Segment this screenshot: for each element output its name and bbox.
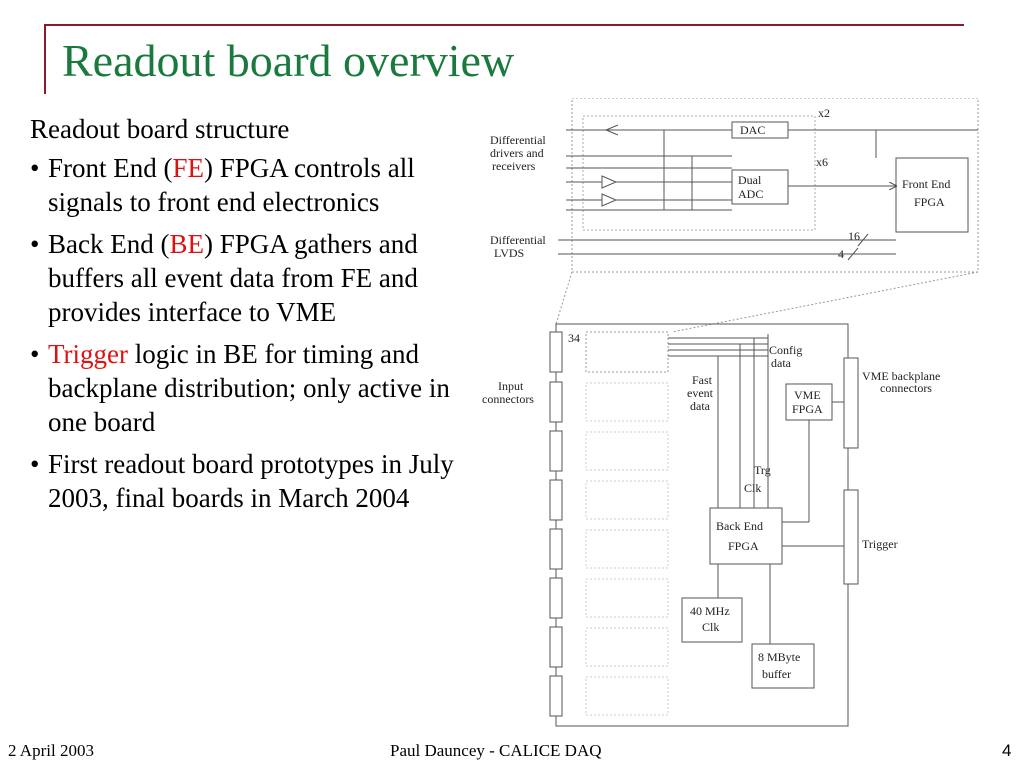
bullet-item-prototypes: • First readout board prototypes in July…	[30, 447, 478, 515]
bullet-highlight: BE	[169, 229, 204, 259]
vme-backplane-connector	[843, 357, 859, 449]
be-fpga-box	[709, 507, 783, 565]
dual-adc-label: Dual	[738, 173, 762, 187]
fe-slot	[585, 578, 669, 618]
bullet-text-pre: Front End (	[48, 153, 173, 183]
vme-backplane-label: connectors	[880, 381, 932, 395]
vme-fpga-label: VME	[794, 388, 821, 402]
x6-label: x6	[816, 155, 828, 169]
fast-event-label: Fast	[692, 373, 713, 387]
input-connector	[549, 430, 563, 472]
config-data-label: data	[771, 356, 792, 370]
input-connector	[549, 675, 563, 717]
bullet-highlight: Trigger	[48, 339, 129, 369]
input-connector	[549, 577, 563, 619]
buffer-label: buffer	[762, 667, 791, 681]
readout-board-diagram: Differential drivers and receivers DAC D…	[482, 98, 979, 727]
fast-event-label: data	[690, 399, 711, 413]
bullet-text-post: First readout board prototypes in July 2…	[48, 449, 454, 513]
input-connector	[549, 528, 563, 570]
zoom-line	[555, 271, 573, 325]
x2-label: x2	[818, 106, 830, 120]
slide-body: Readout board structure • Front End (FE)…	[30, 112, 478, 523]
fe-slot	[585, 480, 669, 520]
title-side-rule	[44, 24, 46, 94]
trigger-connector	[843, 489, 859, 585]
clock-40mhz-label: Clk	[702, 620, 719, 634]
bullet-glyph: •	[30, 153, 40, 183]
bullet-highlight: FE	[172, 153, 205, 183]
diff-drivers-label: Differential	[490, 133, 546, 147]
zoom-line	[671, 271, 979, 333]
dual-adc-box	[731, 169, 789, 205]
bullet-item-be: • Back End (BE) FPGA gathers and buffers…	[30, 227, 478, 329]
bus-width-tick	[847, 247, 859, 261]
bus-width-16-label: 16	[848, 229, 860, 243]
fe-fpga-label: Front End	[902, 177, 950, 191]
bus-width-4-label: 4	[838, 247, 844, 261]
fe-slot	[585, 627, 669, 667]
bullet-text-pre: Back End (	[48, 229, 170, 259]
bullet-text-post: ) FPGA gathers and buffers all event dat…	[48, 229, 418, 327]
trigger-label: Trigger	[862, 537, 898, 551]
input-connectors-label: connectors	[482, 392, 534, 406]
fe-slot	[585, 431, 669, 471]
adc-driver-icon	[601, 193, 618, 207]
buffer-box	[751, 643, 815, 689]
clk-label: Clk	[744, 481, 761, 495]
front-end-section: Differential drivers and receivers DAC D…	[490, 98, 979, 273]
config-data-label: Config	[769, 343, 802, 357]
input-connector	[549, 479, 563, 521]
buffer-label: 8 MByte	[758, 650, 800, 664]
front-end-chip-area	[582, 115, 816, 231]
input-connector	[549, 381, 563, 423]
dual-adc-label: ADC	[738, 187, 763, 201]
adc-driver-icon	[601, 175, 618, 189]
bullet-text-post: ) FPGA controls all signals to front end…	[48, 153, 415, 217]
clock-40mhz-label: 40 MHz	[690, 604, 730, 618]
diff-lvds-label: LVDS	[494, 246, 524, 260]
bullet-text-post: logic in BE for timing and backplane dis…	[48, 339, 450, 437]
bullet-glyph: •	[30, 449, 40, 479]
be-fpga-label: Back End	[716, 519, 763, 533]
vme-fpga-label: FPGA	[792, 402, 823, 416]
bullet-list: • Front End (FE) FPGA controls all signa…	[30, 151, 478, 515]
fe-slot	[585, 331, 669, 373]
fe-slot	[585, 382, 669, 422]
bullet-item-trigger: • Trigger logic in BE for timing and bac…	[30, 337, 478, 439]
clock-40mhz-box	[681, 597, 743, 643]
fast-event-label: event	[687, 386, 714, 400]
fe-slot	[585, 676, 669, 716]
be-fpga-label: FPGA	[728, 539, 759, 553]
fe-slot	[585, 529, 669, 569]
fe-fpga-box	[895, 157, 969, 233]
input-count-label: 34	[568, 331, 580, 345]
bus-width-tick	[857, 233, 869, 247]
diff-drivers-label: drivers and	[490, 146, 544, 160]
trg-label: Trg	[754, 463, 771, 477]
diff-lvds-label: Differential	[490, 233, 546, 247]
slide-title: Readout board overview	[62, 35, 515, 86]
vme-backplane-label: VME backplane	[862, 369, 940, 383]
board-section: 34 Input connectors Config data Fast eve…	[482, 323, 940, 727]
dac-driver-icon	[604, 124, 619, 136]
footer-author: Paul Dauncey - CALICE DAQ	[390, 741, 602, 760]
subheading: Readout board structure	[30, 114, 290, 144]
input-connector	[549, 626, 563, 668]
footer-date: 2 April 2003	[8, 741, 94, 760]
input-connector	[549, 331, 563, 373]
title-top-rule	[44, 24, 964, 26]
bullet-item-fe: • Front End (FE) FPGA controls all signa…	[30, 151, 478, 219]
front-end-outline	[571, 98, 979, 273]
dac-label: DAC	[740, 123, 765, 137]
fe-fpga-label: FPGA	[914, 195, 945, 209]
page-number: 4	[1002, 741, 1012, 760]
bullet-glyph: •	[30, 339, 40, 369]
bullet-glyph: •	[30, 229, 40, 259]
input-connectors-label: Input	[498, 379, 524, 393]
diff-drivers-label: receivers	[492, 159, 536, 173]
